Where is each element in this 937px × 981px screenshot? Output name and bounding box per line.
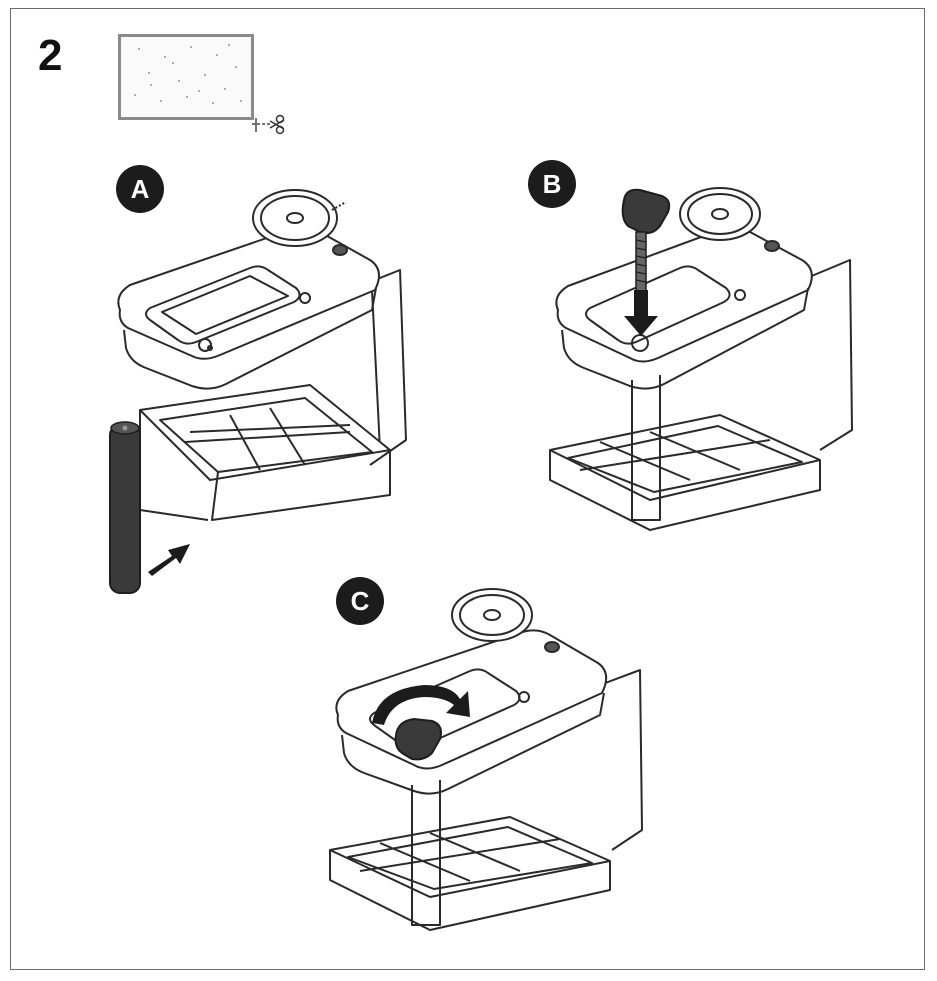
thumb-screw <box>621 188 671 293</box>
arrow-down-icon <box>624 290 658 336</box>
panel-b-badge: B <box>528 160 576 208</box>
step-number: 2 <box>38 31 63 80</box>
panel-b-illustration <box>549 187 853 531</box>
panel-a-badge: A <box>116 165 164 213</box>
paper-sheet-icon <box>118 34 254 120</box>
thumb-knob <box>394 717 442 761</box>
panel-c-illustration <box>329 588 643 931</box>
panel-a-illustration <box>109 189 407 594</box>
instruction-frame <box>10 8 925 970</box>
arrow-insert-icon <box>148 544 190 576</box>
handle-bar <box>109 421 141 594</box>
rotate-arrow-icon <box>372 685 470 725</box>
scissors-icon <box>252 114 285 135</box>
panel-c-badge: C <box>336 577 384 625</box>
paper-texture <box>134 44 242 104</box>
